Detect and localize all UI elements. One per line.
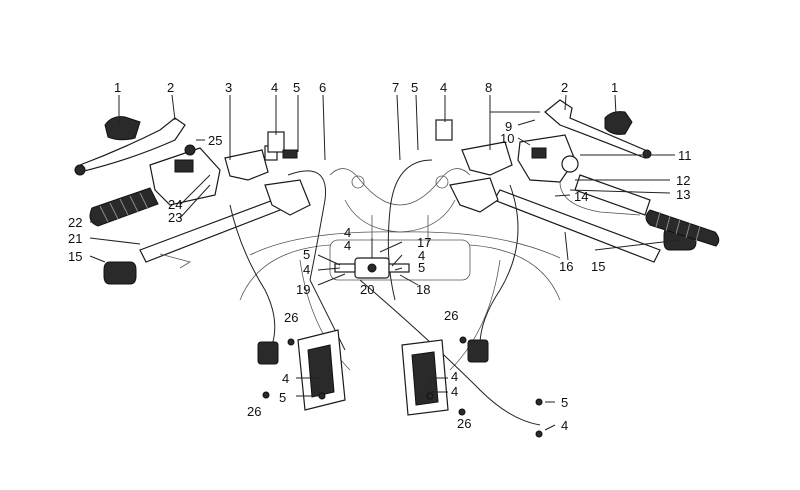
- callout-label: 13: [676, 187, 690, 202]
- callout-label: 26: [247, 404, 261, 419]
- clutch-lever-icon: [79, 117, 186, 173]
- right-bar-clamp: [449, 177, 499, 213]
- left-switch-button: [174, 159, 194, 173]
- callout-label: 1: [114, 80, 121, 95]
- callout-label: 18: [416, 282, 430, 297]
- callout-label: 16: [559, 259, 573, 274]
- callout-label: 24: [168, 197, 182, 212]
- callout-label: 26: [444, 308, 458, 323]
- left-grip: [89, 187, 159, 227]
- callout-label: 4: [451, 369, 458, 384]
- callout-label: 5: [411, 80, 418, 95]
- callout-label: 2: [561, 80, 568, 95]
- left-connector: [257, 341, 279, 365]
- callout-label: 25: [208, 133, 222, 148]
- callout-label: 21: [68, 231, 82, 246]
- right-connector: [467, 339, 489, 363]
- brake-distributor: [334, 238, 410, 279]
- left-switch-housing: [149, 147, 221, 206]
- leader-lines: [89, 94, 681, 431]
- left-handlebar-assembly: [74, 116, 311, 285]
- right-lever-cover: [604, 111, 633, 135]
- right-reservoir: [435, 119, 453, 141]
- callout-label: 19: [296, 282, 310, 297]
- right-grip: [574, 174, 720, 247]
- left-lever-cover: [104, 116, 141, 141]
- callout-label: 5: [303, 247, 310, 262]
- left-master-cylinder: [224, 149, 269, 181]
- callout-label: 6: [319, 80, 326, 95]
- callout-label: 4: [303, 262, 310, 277]
- callout-label: 4: [418, 248, 425, 263]
- fairing-outline: [239, 168, 561, 371]
- callout-label: 20: [360, 282, 374, 297]
- callout-label: 4: [451, 384, 458, 399]
- callout-label: 5: [293, 80, 300, 95]
- callout-label: 3: [225, 80, 232, 95]
- right-master-cylinder: [461, 141, 513, 176]
- callout-label: 4: [561, 418, 568, 433]
- brake-caliper-icon: [297, 329, 449, 416]
- right-handlebar-assembly: [435, 99, 720, 263]
- callout-label: 10: [500, 131, 514, 146]
- callout-label: 17: [417, 235, 431, 250]
- callout-label: 7: [392, 80, 399, 95]
- callout-label: 9: [505, 119, 512, 134]
- callout-label: 4: [282, 371, 289, 386]
- callout-label: 4: [344, 225, 351, 240]
- callout-label: 23: [168, 210, 182, 225]
- brake-lever-icon: [544, 99, 646, 159]
- bolt-icon: [262, 336, 543, 438]
- callout-label: 26: [457, 416, 471, 431]
- callout-label: 26: [284, 310, 298, 325]
- callout-label: 15: [591, 259, 605, 274]
- callout-label: 12: [676, 173, 690, 188]
- callout-label: 11: [678, 148, 692, 163]
- callout-label: 4: [344, 238, 351, 253]
- left-bar-end-weight: [103, 261, 137, 285]
- callout-label: 4: [271, 80, 278, 95]
- callout-label: 22: [68, 215, 82, 230]
- callout-label: 4: [440, 80, 447, 95]
- callout-label: 2: [167, 80, 174, 95]
- callout-label: 5: [418, 260, 425, 275]
- callout-label: 5: [279, 390, 286, 405]
- callout-labels: 1 2 3 4 5 6 7 5 4 8 2 1 9 10 11 12 13 14…: [68, 80, 692, 433]
- callout-label: 14: [574, 189, 588, 204]
- callout-label: 5: [561, 395, 568, 410]
- callout-label: 8: [485, 80, 492, 95]
- callout-label: 1: [611, 80, 618, 95]
- left-bar-clamp: [264, 179, 311, 216]
- cable-icon: [229, 159, 541, 426]
- callout-label: 15: [68, 249, 82, 264]
